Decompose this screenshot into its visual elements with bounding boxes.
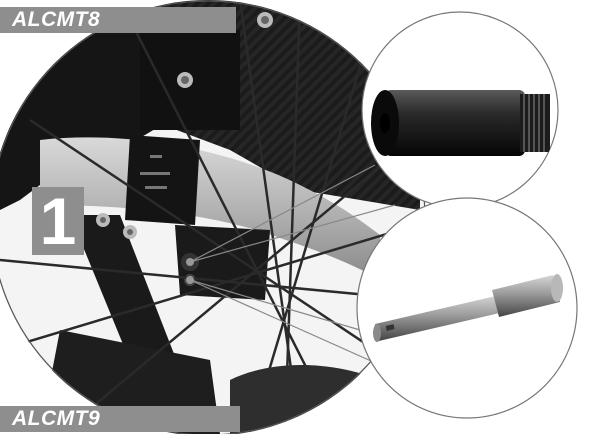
part-code-label-top: ALCMT8 (0, 7, 236, 33)
part-code-label-bottom: ALCMT9 (0, 406, 240, 432)
stepped-axle-pin-icon (373, 274, 563, 342)
callout-point-bottom (186, 276, 194, 284)
step-number-badge: 1 (32, 187, 84, 255)
bolt-group (96, 12, 273, 239)
insert-detail-view (361, 11, 559, 209)
callout-leader-lines (189, 164, 396, 366)
clamp-block (125, 135, 200, 225)
frame-tube (40, 137, 380, 280)
callout-point-top (186, 258, 194, 266)
caster-housing (175, 225, 270, 300)
threaded-insert-icon (371, 90, 550, 156)
axle-detail-view (356, 197, 578, 419)
